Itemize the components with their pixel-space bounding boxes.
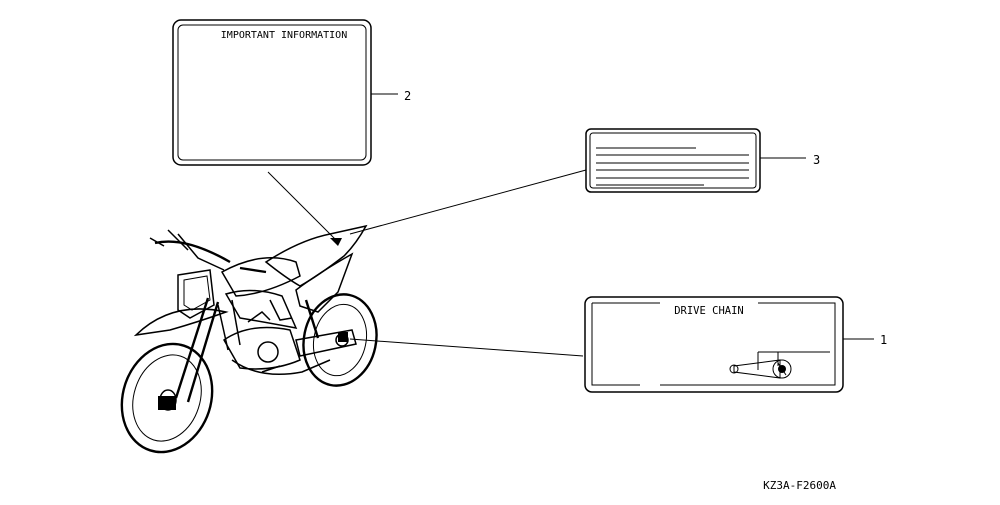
label-3-pointer-line [349,169,587,235]
callout-1-number: 1 [880,333,887,347]
important-information-label: IMPORTANT INFORMATION [172,19,372,166]
drive-chain-title: DRIVE CHAIN [674,305,744,317]
callout-3-number: 3 [813,153,820,167]
diagram-code: KZ3A-F2600A [763,479,836,492]
callout-2-number: 2 [404,89,411,103]
chain-adjuster-icon [729,351,830,379]
caution-label [585,128,761,193]
important-information-title: IMPORTANT INFORMATION [221,30,347,41]
label-2-pointer-line [267,171,337,241]
label-1-pointer-line [349,338,584,357]
motorcycle-illustration [120,224,378,454]
drive-chain-label: DRIVE CHAIN [584,296,844,393]
